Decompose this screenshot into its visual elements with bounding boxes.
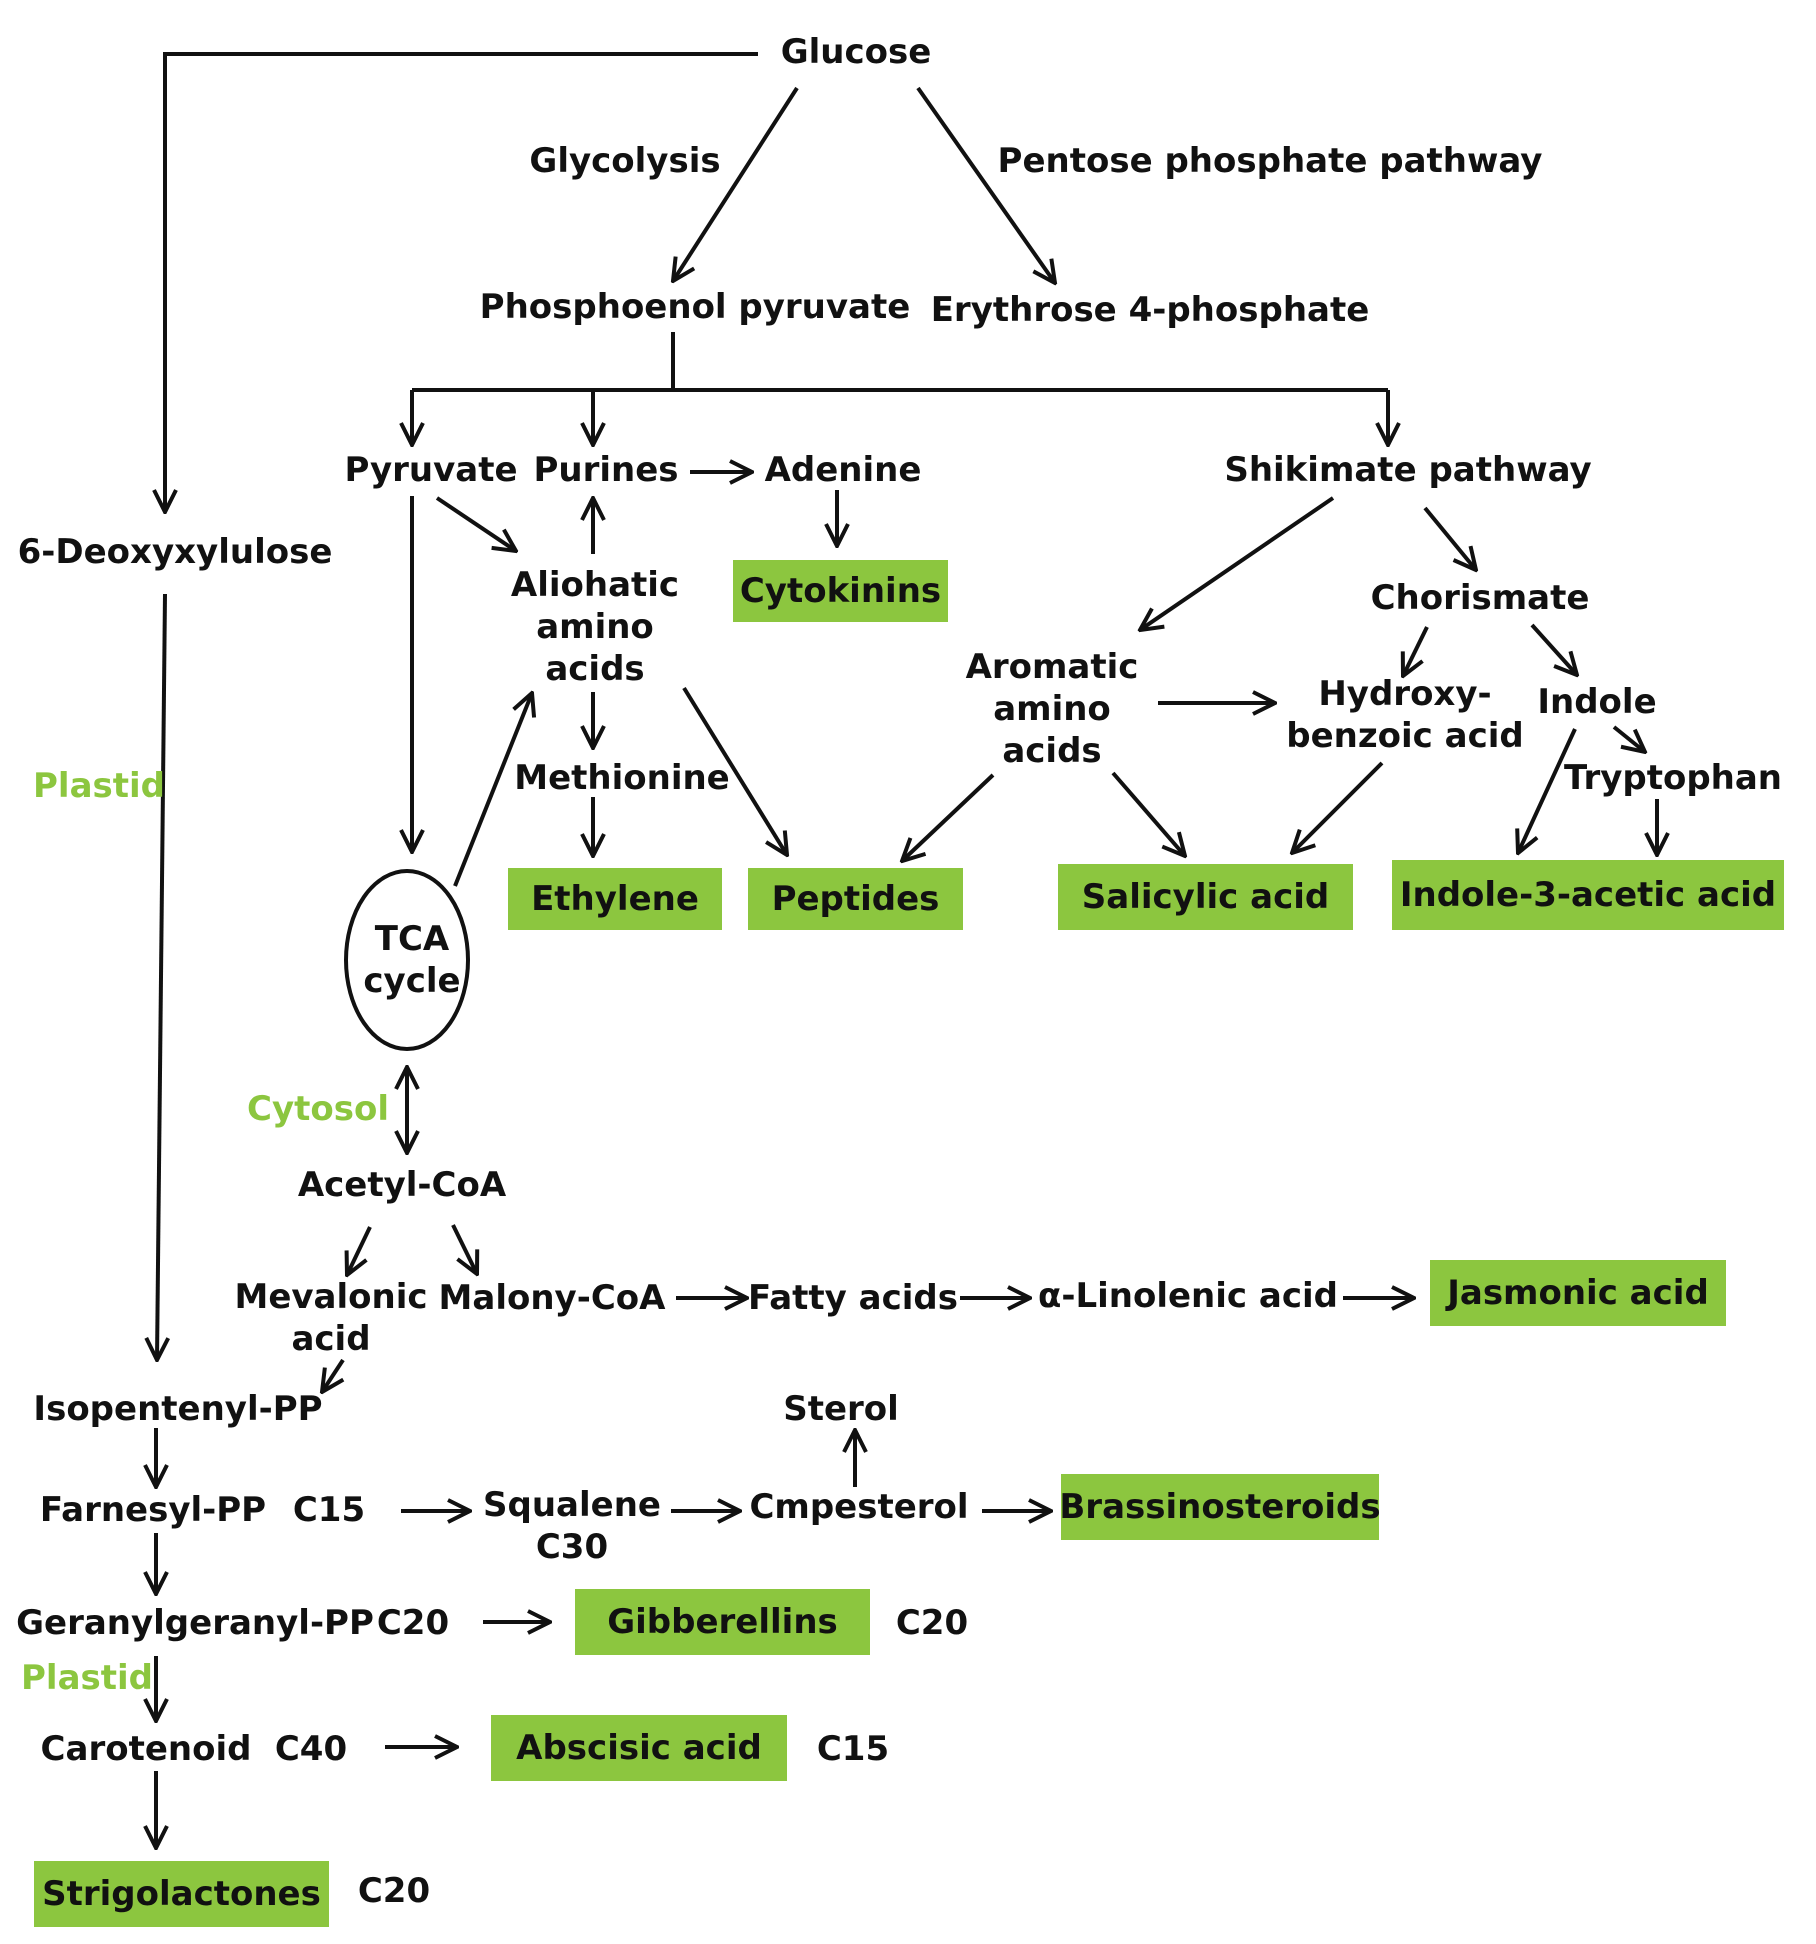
node-adenine: Adenine	[764, 450, 922, 490]
node-pentose-phosphate-pathway: Pentose phosphate pathway	[997, 141, 1543, 181]
compartment-plastid-lower: Plastid	[21, 1658, 153, 1698]
arrow-chorismate-indole	[1530, 623, 1577, 675]
arrow-hydroxy-salicylic	[1292, 761, 1384, 853]
node-malony-coa: Malony-CoA	[438, 1278, 666, 1318]
node-chorismate: Chorismate	[1370, 578, 1590, 618]
node-phosphoenol-pyruvate: Phosphoenol pyruvate	[479, 287, 911, 327]
node-purines: Purines	[533, 450, 679, 490]
arrow-glucose-e4p	[916, 86, 1055, 283]
node-c20-geranyl: C20	[376, 1603, 450, 1643]
node-c15-farnesyl: C15	[292, 1490, 366, 1530]
node-erythrose-4-phosphate: Erythrose 4-phosphate	[930, 290, 1370, 330]
node-mevalonic-acid: Mevalonic acid	[234, 1277, 428, 1359]
node-fatty-acids: Fatty acids	[747, 1278, 959, 1318]
node-6-deoxyxylulose: 6-Deoxyxylulose	[17, 532, 333, 572]
node-tca-cycle: TCA cycle	[363, 919, 461, 1001]
compartment-plastid-upper: Plastid	[33, 766, 165, 806]
node-cmpesterol: Cmpesterol	[749, 1487, 969, 1527]
node-geranylgeranyl-pp: Geranylgeranyl-PP	[16, 1603, 374, 1643]
node-carotenoid: Carotenoid	[40, 1729, 252, 1769]
node-aromatic-amino-acids: Aromatic amino acids	[965, 647, 1139, 771]
hormone-brassinosteroids: Brassinosteroids	[1059, 1474, 1381, 1540]
hormone-gibberellins: Gibberellins	[575, 1589, 870, 1655]
node-isopentenyl-pp: Isopentenyl-PP	[33, 1389, 323, 1429]
node-pyruvate: Pyruvate	[344, 450, 518, 490]
node-sterol: Sterol	[783, 1389, 899, 1429]
arrow-acetyl-malony	[451, 1224, 477, 1274]
node-squalene-c30: Squalene C30	[483, 1485, 661, 1567]
arrow-acetyl-mevalonic	[347, 1226, 372, 1275]
hormone-jasmonic-acid: Jasmonic acid	[1430, 1260, 1726, 1326]
hormone-peptides: Peptides	[748, 868, 963, 930]
arrow-glucose-pep	[673, 86, 799, 281]
node-hydroxybenzoic-acid: Hydroxy- benzoic acid	[1286, 674, 1524, 756]
arrow-aliphatic-peptides	[682, 686, 787, 855]
node-acetyl-coa: Acetyl-CoA	[297, 1165, 507, 1205]
node-methionine: Methionine	[514, 758, 730, 798]
tca-cycle-ellipse	[344, 869, 470, 1051]
arrow-tca-aliphatic	[453, 693, 532, 887]
hormone-ethylene: Ethylene	[508, 868, 722, 930]
arrow-aromatic-peptides	[902, 773, 995, 861]
arrow-pyruvate-aliphatic	[435, 496, 516, 551]
arrow-indole-tryptophan	[1612, 725, 1645, 752]
arrow-shikimate-chorismate	[1423, 506, 1476, 570]
node-farnesyl-pp: Farnesyl-PP	[39, 1490, 267, 1530]
node-shikimate-pathway: Shikimate pathway	[1224, 450, 1592, 490]
hormone-abscisic-acid: Abscisic acid	[491, 1715, 787, 1781]
node-c40-carotenoid: C40	[274, 1729, 348, 1769]
node-c15-abscisic: C15	[816, 1729, 890, 1769]
arrow-chorismate-hydroxy	[1403, 626, 1429, 676]
hormone-salicylic-acid: Salicylic acid	[1058, 864, 1353, 930]
arrow-indole-iaa	[1518, 728, 1577, 853]
hormone-cytokinins: Cytokinins	[733, 560, 948, 622]
node-c20-strigolactones: C20	[357, 1871, 431, 1911]
compartment-cytosol: Cytosol	[247, 1089, 389, 1129]
hormone-strigolactones: Strigolactones	[34, 1861, 329, 1927]
arrow-aromatic-salicylic	[1111, 771, 1185, 856]
arrow-mevalonic-isopentenyl	[322, 1358, 345, 1392]
hormone-indole-3-acetic-acid: Indole-3-acetic acid	[1392, 860, 1784, 930]
node-aliphatic-amino-acids: Aliohatic amino acids	[510, 565, 680, 689]
node-alpha-linolenic-acid: α-Linolenic acid	[1037, 1276, 1339, 1316]
arrow-shikimate-aromatic	[1140, 496, 1335, 630]
node-glycolysis: Glycolysis	[529, 141, 721, 181]
node-tryptophan: Tryptophan	[1563, 758, 1783, 798]
arrow-glucose-deoxyxylulose	[165, 52, 758, 512]
arrow-deoxyxylulose-isopentenyl	[157, 593, 165, 1360]
node-glucose: Glucose	[780, 32, 932, 72]
node-indole: Indole	[1537, 682, 1657, 722]
node-c20-gibberellins: C20	[895, 1603, 969, 1643]
